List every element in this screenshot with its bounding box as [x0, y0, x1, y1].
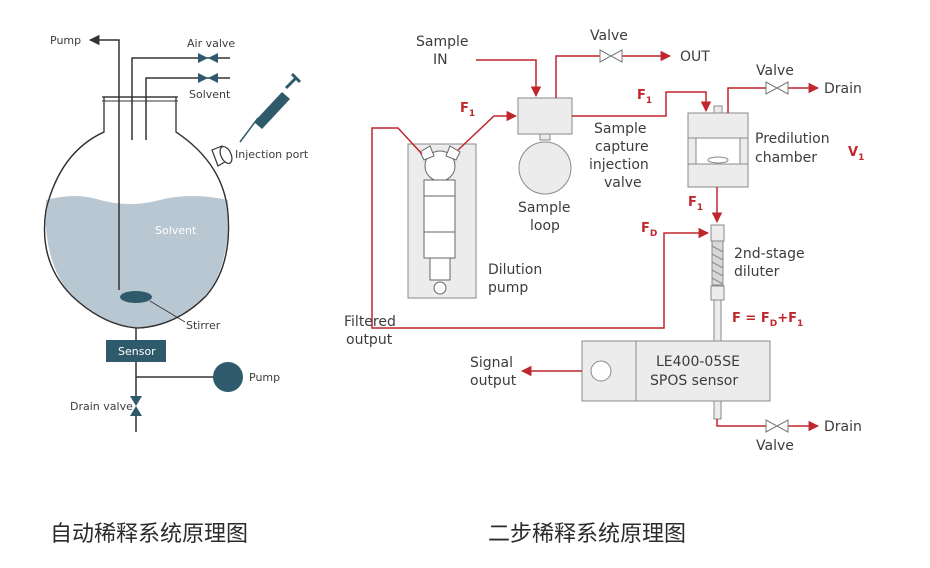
- air-valve-icon: [198, 53, 218, 63]
- sample-capture-valve: [517, 97, 573, 135]
- label-f1-top-mid: F1: [637, 88, 652, 106]
- label-sample-loop-1: Sample: [518, 200, 571, 216]
- label-stirrer: Stirrer: [186, 319, 221, 332]
- label-f1-top-left: F1: [460, 101, 475, 119]
- label-valve-right: Valve: [756, 63, 794, 79]
- stirrer-icon: [120, 291, 152, 303]
- label-injection-port: Injection port: [235, 148, 309, 161]
- caption-left: 自动稀释系统原理图: [50, 522, 248, 547]
- label-drain-bottom: Drain: [824, 419, 862, 435]
- label-signal-2: output: [470, 373, 517, 389]
- label-filtered-1: Filtered: [344, 314, 396, 330]
- label-valve-top: Valve: [590, 28, 628, 44]
- label-drain-top: Drain: [824, 81, 862, 97]
- label-dilution-pump-2: pump: [488, 280, 528, 296]
- label-pump-side: Pump: [249, 371, 280, 384]
- label-solvent-valve: Solvent: [189, 88, 231, 101]
- solvent-valve-icon: [198, 73, 218, 83]
- label-sensor: Sensor: [118, 345, 156, 358]
- caption-right: 二步稀释系统原理图: [488, 522, 686, 547]
- label-second-stage-1: 2nd-stage: [734, 246, 805, 262]
- label-fd: FD: [641, 221, 657, 239]
- label-sample-in-1: Sample: [416, 34, 469, 50]
- second-stage-diluter: [710, 224, 725, 242]
- label-sensor-1: LE400-05SE: [656, 354, 740, 370]
- label-solvent-region: Solvent: [155, 224, 197, 237]
- label-filtered-2: output: [346, 332, 393, 348]
- label-sample-capture-1: Sample: [594, 121, 647, 137]
- solvent-liquid: [45, 196, 229, 328]
- label-valve-bottom: Valve: [756, 438, 794, 454]
- label-dilution-pump-1: Dilution: [488, 262, 542, 278]
- label-drain-valve: Drain valve: [70, 400, 133, 413]
- drain-valve-icon: [130, 396, 142, 416]
- label-air-valve: Air valve: [187, 37, 235, 50]
- label-signal-1: Signal: [470, 355, 513, 371]
- valve-bottom-icon: [765, 419, 789, 433]
- right-diagram: Sample IN Valve OUT Valve Drain F1 F1 Sa…: [344, 28, 864, 454]
- label-out: OUT: [680, 49, 710, 65]
- label-formula: F = FD+F1: [732, 311, 803, 329]
- left-diagram: Pump Air valve Solvent Injection port So…: [43, 34, 309, 432]
- label-sensor-2: SPOS sensor: [650, 373, 738, 389]
- label-pump-top: Pump: [50, 34, 81, 47]
- pump-line: [88, 34, 120, 290]
- label-v1: V1: [848, 145, 864, 163]
- label-f1-mid: F1: [688, 195, 703, 213]
- flow-lines: [371, 50, 820, 432]
- label-sample-capture-2: capture: [595, 139, 649, 155]
- label-predilution-2: chamber: [755, 150, 817, 166]
- syringe-icon: [239, 72, 302, 143]
- injection-port: [211, 145, 233, 167]
- label-sample-loop-2: loop: [530, 218, 560, 234]
- label-second-stage-2: diluter: [734, 264, 780, 280]
- sample-loop: [518, 141, 572, 195]
- label-sample-in-2: IN: [433, 52, 448, 68]
- label-predilution-1: Predilution: [755, 131, 830, 147]
- sensor-box: [106, 340, 166, 362]
- valve-right-icon: [765, 81, 789, 95]
- valve-top-icon: [599, 49, 623, 63]
- pump-icon: [213, 362, 243, 392]
- air-valve-line: [131, 57, 230, 140]
- label-sample-capture-3: injection: [589, 157, 649, 173]
- label-sample-capture-4: valve: [604, 175, 642, 191]
